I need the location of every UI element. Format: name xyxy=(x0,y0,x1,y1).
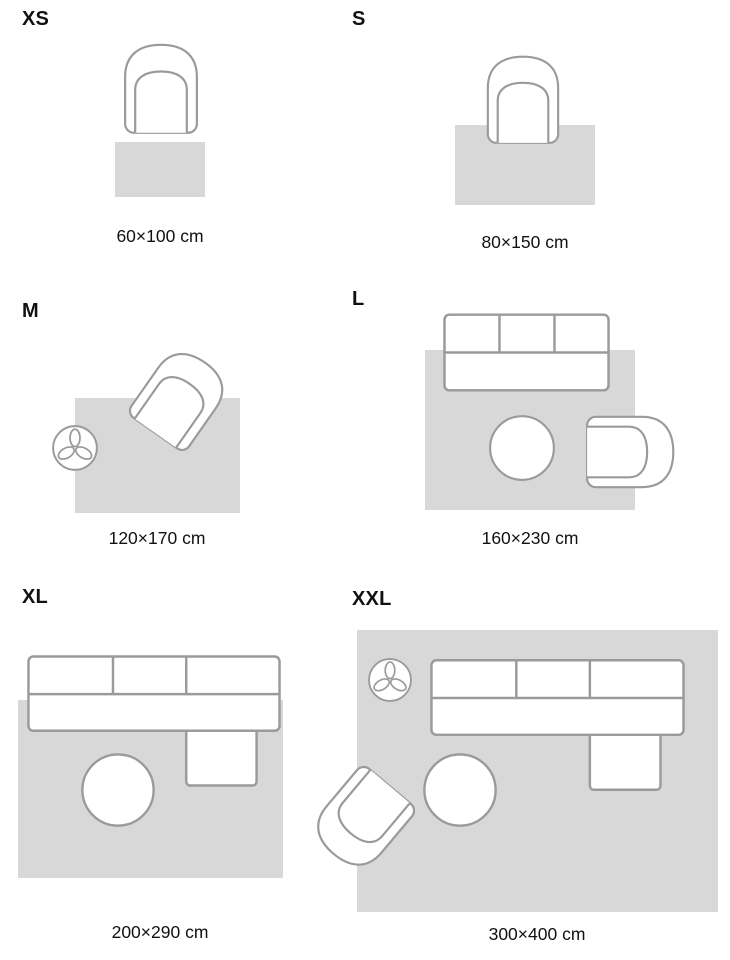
armchair-icon xyxy=(486,55,560,144)
size-label-m: M xyxy=(22,300,39,322)
size-label-xl: XL xyxy=(22,586,48,608)
size-caption-xs: 60×100 cm xyxy=(116,226,204,246)
plant-icon xyxy=(52,425,98,471)
size-label-xs: XS xyxy=(22,8,50,30)
size-caption-m: 120×170 cm xyxy=(108,528,206,548)
size-caption-xxl: 300×400 cm xyxy=(488,924,586,944)
coffee-table-icon xyxy=(423,753,497,827)
size-caption-xl: 200×290 cm xyxy=(111,922,209,942)
size-label-l: L xyxy=(352,288,365,310)
size-label-xxl: XXL xyxy=(352,588,392,610)
armchair-icon xyxy=(124,43,198,134)
sofa-icon xyxy=(443,313,610,392)
size-caption-s: 80×150 cm xyxy=(481,232,569,252)
coffee-table-icon xyxy=(81,753,155,827)
armchair-icon xyxy=(586,415,675,489)
size-label-s: S xyxy=(352,8,366,30)
plant-icon xyxy=(368,658,412,702)
coffee-table-icon xyxy=(489,415,555,481)
rug-xs xyxy=(115,142,205,197)
size-caption-l: 160×230 cm xyxy=(481,528,579,548)
